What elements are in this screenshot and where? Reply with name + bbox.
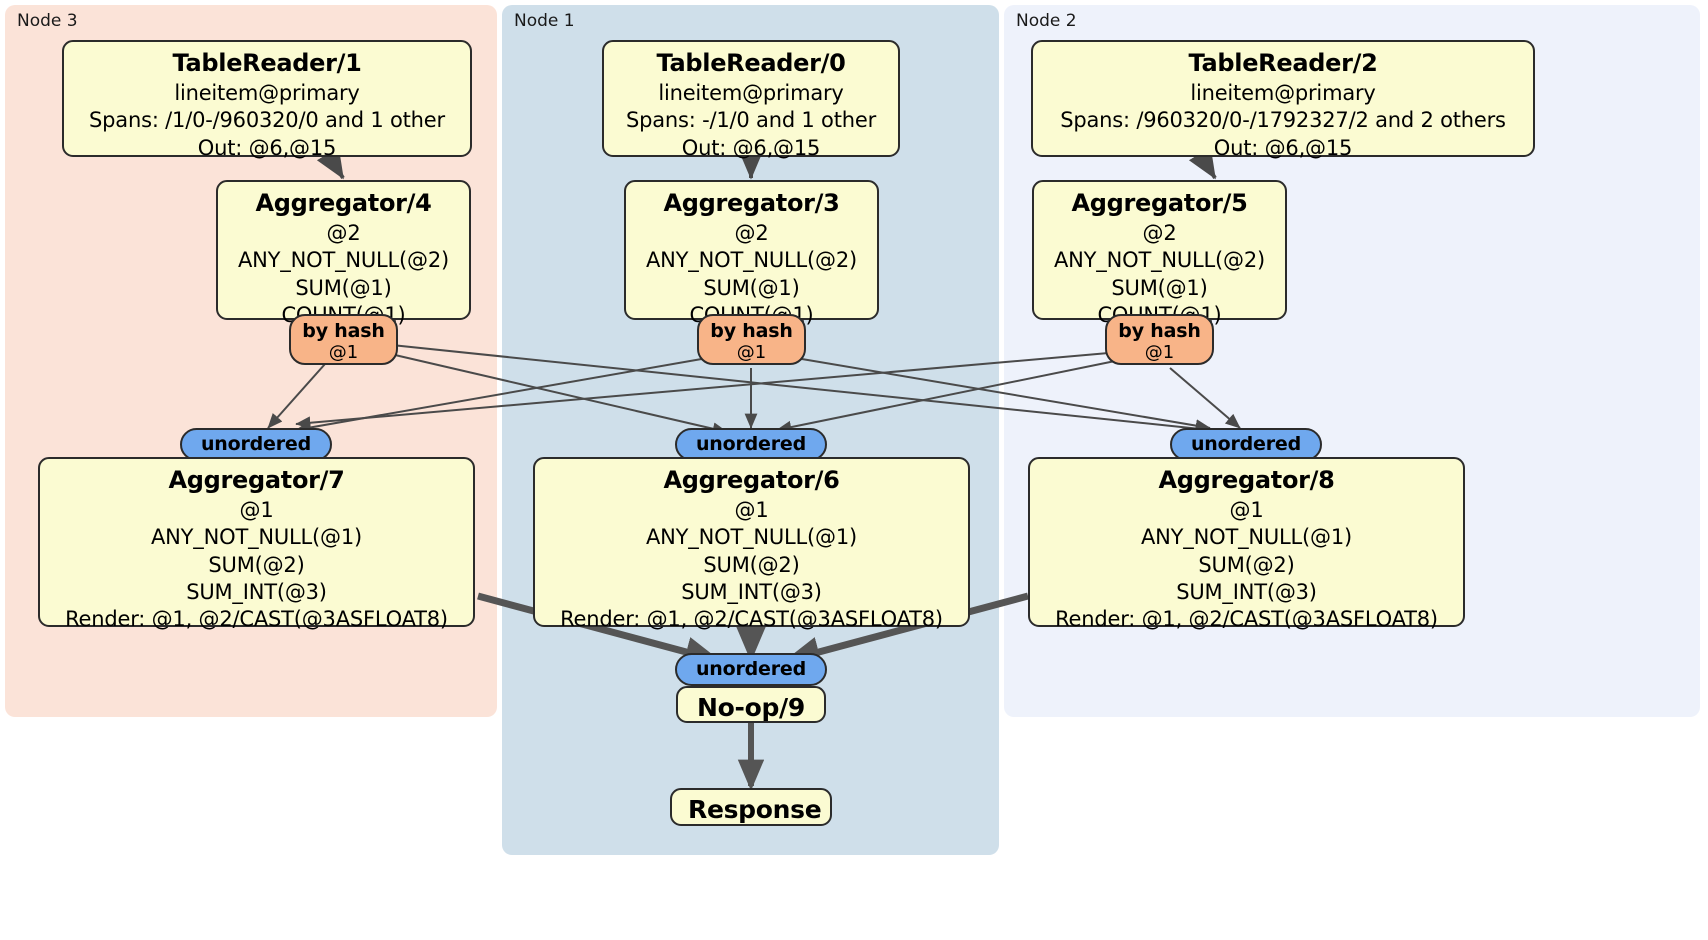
processor-detail-line: lineitem@primary	[658, 81, 844, 106]
processor-aggregator-7[interactable]: Aggregator/7 @1 ANY_NOT_NULL(@1) SUM(@2)…	[38, 457, 475, 631]
processor-detail-line: SUM(@1)	[703, 275, 800, 300]
processor-detail-line: SUM_INT(@3)	[1176, 580, 1317, 605]
processor-detail-line: ANY_NOT_NULL(@2)	[238, 248, 449, 273]
processor-title: Aggregator/6	[663, 466, 840, 494]
processor-title: TableReader/1	[172, 49, 362, 77]
processor-detail-line: @1	[734, 498, 769, 523]
processor-title: Aggregator/8	[1158, 466, 1335, 494]
processor-title: No-op/9	[697, 693, 805, 722]
router-sublabel: @1	[1144, 342, 1175, 364]
router-by-hash-aggregator-5[interactable]: by hash @1	[1105, 314, 1214, 365]
processor-detail-line: ANY_NOT_NULL(@2)	[1054, 248, 1265, 273]
router-sublabel: @1	[736, 342, 767, 364]
processor-table-reader-1[interactable]: TableReader/1 lineitem@primary Spans: /1…	[62, 40, 472, 160]
processor-detail-line: Spans: -/1/0 and 1 other	[625, 108, 877, 133]
processor-title: Aggregator/5	[1071, 189, 1248, 217]
router-by-hash-aggregator-4[interactable]: by hash @1	[289, 314, 398, 365]
router-unordered-aggregator-8[interactable]: unordered	[1170, 428, 1322, 461]
processor-detail-line: SUM(@2)	[208, 552, 305, 577]
processor-table-reader-0[interactable]: TableReader/0 lineitem@primary Spans: -/…	[602, 40, 900, 160]
processor-title: Aggregator/4	[255, 189, 432, 217]
processor-title: TableReader/2	[1188, 49, 1378, 77]
processor-detail-line: @1	[239, 498, 274, 523]
processor-title: TableReader/0	[656, 49, 846, 77]
processor-detail-line: SUM_INT(@3)	[681, 580, 822, 605]
processor-table-reader-2[interactable]: TableReader/2 lineitem@primary Spans: /9…	[1031, 40, 1535, 160]
processor-detail-line: SUM(@1)	[295, 275, 392, 300]
processor-detail-line: ANY_NOT_NULL(@1)	[151, 525, 362, 550]
router-label: unordered	[695, 658, 807, 681]
processor-detail-line: SUM(@1)	[1111, 275, 1208, 300]
processor-detail-line: lineitem@primary	[1190, 81, 1376, 106]
processor-title: Aggregator/7	[168, 466, 345, 494]
router-by-hash-aggregator-3[interactable]: by hash @1	[697, 314, 806, 365]
processor-detail-line: SUM_INT(@3)	[186, 580, 327, 605]
processor-detail-line: ANY_NOT_NULL(@1)	[646, 525, 857, 550]
router-unordered-final[interactable]: unordered	[675, 653, 827, 686]
processor-aggregator-3[interactable]: Aggregator/3 @2 ANY_NOT_NULL(@2) SUM(@1)…	[624, 180, 879, 327]
processor-detail-line: ANY_NOT_NULL(@2)	[646, 248, 857, 273]
processor-response[interactable]: Response	[670, 788, 832, 826]
router-label: by hash	[710, 320, 793, 342]
processor-aggregator-6[interactable]: Aggregator/6 @1 ANY_NOT_NULL(@1) SUM(@2)…	[533, 457, 970, 631]
processor-detail-line: Out: @6,@15	[681, 135, 821, 160]
router-sublabel: @1	[328, 342, 359, 364]
processor-detail-line: Render: @1, @2/CAST(@3ASFLOAT8)	[560, 607, 943, 632]
processor-noop-9[interactable]: No-op/9	[676, 686, 826, 723]
node-panel-label: Node 1	[514, 11, 575, 31]
router-unordered-aggregator-6[interactable]: unordered	[675, 428, 827, 461]
processor-title: Aggregator/3	[663, 189, 840, 217]
node-panel-label: Node 2	[1016, 11, 1077, 31]
processor-aggregator-4[interactable]: Aggregator/4 @2 ANY_NOT_NULL(@2) SUM(@1)…	[216, 180, 471, 327]
router-label: by hash	[1118, 320, 1201, 342]
router-label: unordered	[1190, 433, 1302, 456]
processor-detail-line: Spans: /1/0-/960320/0 and 1 other	[89, 108, 445, 133]
processor-detail-line: Render: @1, @2/CAST(@3ASFLOAT8)	[65, 607, 448, 632]
processor-detail-line: @2	[1142, 221, 1177, 246]
router-label: unordered	[695, 433, 807, 456]
processor-detail-line: @1	[1229, 498, 1264, 523]
router-label: unordered	[200, 433, 312, 456]
processor-detail-line: @2	[734, 221, 769, 246]
processor-detail-line: Spans: /960320/0-/1792327/2 and 2 others	[1060, 108, 1506, 133]
processor-detail-line: Render: @1, @2/CAST(@3ASFLOAT8)	[1055, 607, 1438, 632]
processor-detail-line: Out: @6,@15	[197, 135, 337, 160]
processor-aggregator-8[interactable]: Aggregator/8 @1 ANY_NOT_NULL(@1) SUM(@2)…	[1028, 457, 1465, 631]
processor-detail-line: SUM(@2)	[1198, 552, 1295, 577]
processor-detail-line: ANY_NOT_NULL(@1)	[1141, 525, 1352, 550]
node-panel-label: Node 3	[17, 11, 78, 31]
processor-detail-line: Out: @6,@15	[1213, 135, 1353, 160]
processor-detail-line: @2	[326, 221, 361, 246]
processor-detail-line: SUM(@2)	[703, 552, 800, 577]
processor-detail-line: lineitem@primary	[174, 81, 360, 106]
router-label: by hash	[302, 320, 385, 342]
processor-title: Response	[688, 795, 822, 824]
processor-aggregator-5[interactable]: Aggregator/5 @2 ANY_NOT_NULL(@2) SUM(@1)…	[1032, 180, 1287, 327]
router-unordered-aggregator-7[interactable]: unordered	[180, 428, 332, 461]
